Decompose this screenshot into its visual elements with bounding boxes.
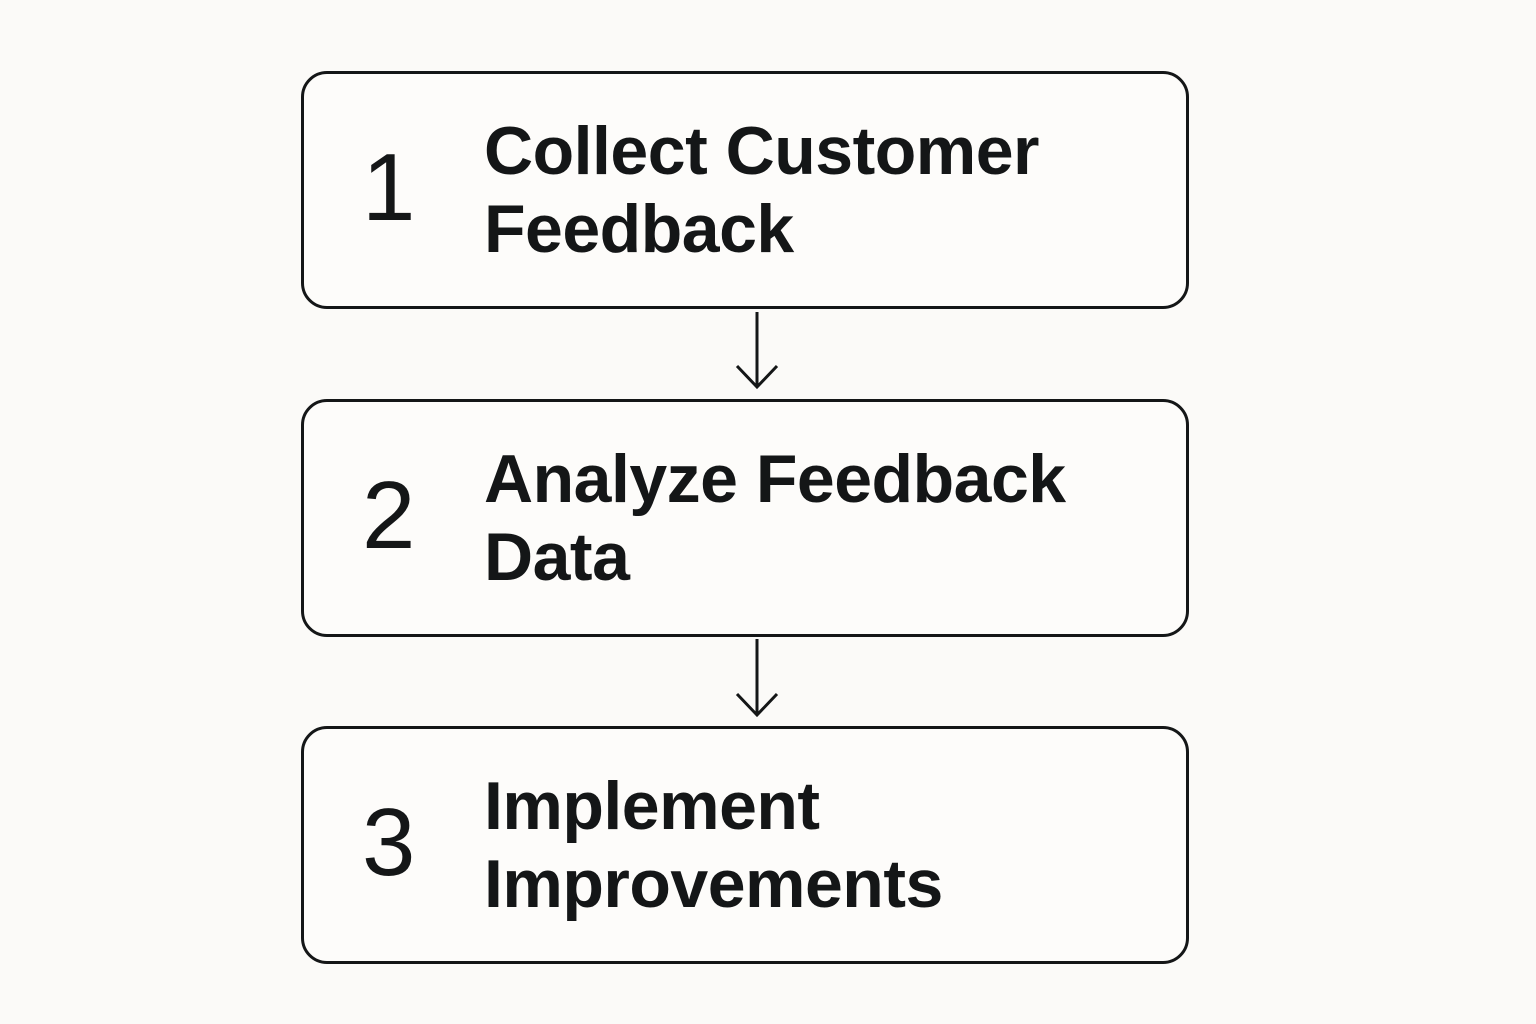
step-box-collect-feedback: 1 Collect Customer Feedback [301, 71, 1189, 309]
arrow-step1-to-step2 [735, 312, 779, 390]
step-number: 2 [362, 462, 416, 570]
step-number: 1 [362, 134, 416, 242]
step-label: Analyze Feedback Data [484, 441, 1066, 595]
step-box-implement-improvements: 3 Implement Improvements [301, 726, 1189, 964]
arrow-step2-to-step3 [735, 639, 779, 718]
step-label: Collect Customer Feedback [484, 113, 1040, 267]
step-box-analyze-data: 2 Analyze Feedback Data [301, 399, 1189, 637]
step-number: 3 [362, 789, 416, 897]
step-label: Implement Improvements [484, 768, 943, 922]
